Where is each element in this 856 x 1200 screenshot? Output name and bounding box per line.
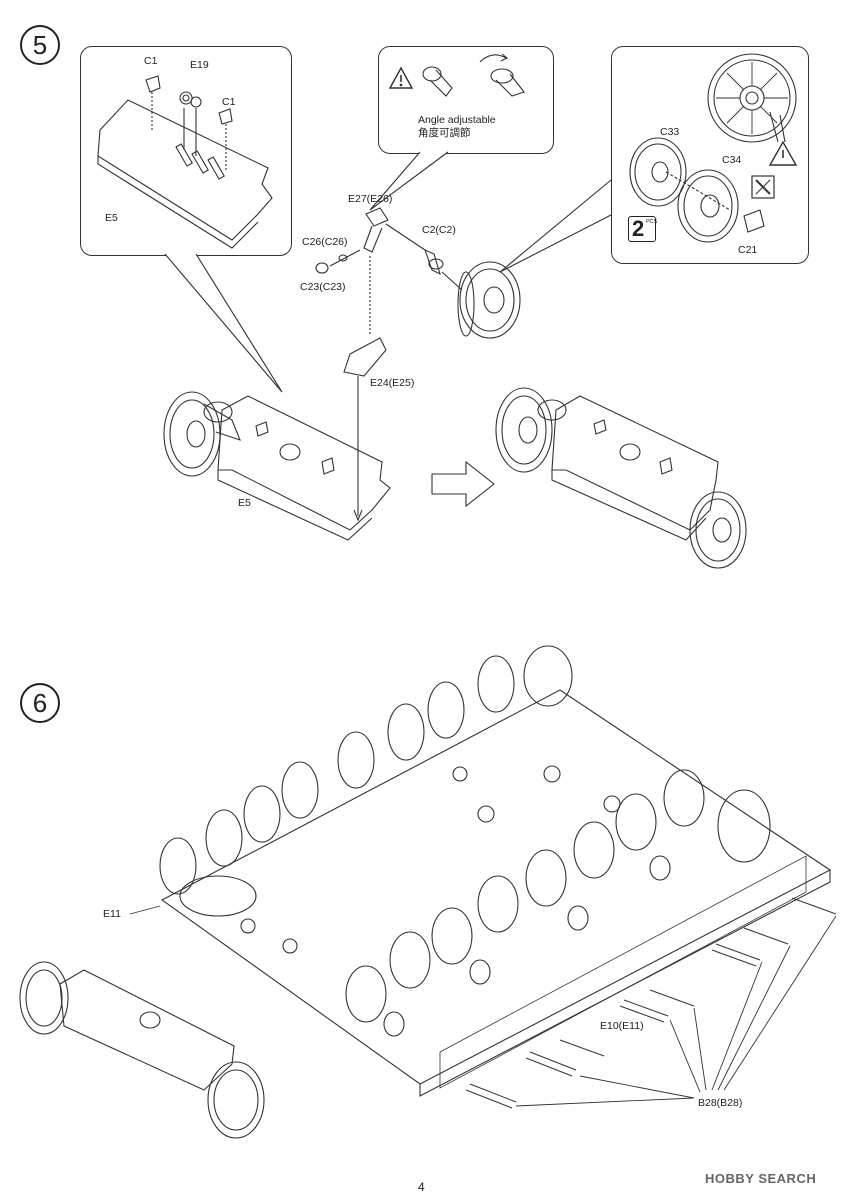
inset-wheel-parts — [629, 53, 798, 243]
front-suspension-unit — [19, 961, 265, 1139]
label-c34: C34 — [722, 154, 742, 166]
label-e19: E19 — [190, 59, 209, 71]
label-e24: E24(E25) — [370, 377, 415, 389]
suspension-unit-left — [163, 391, 391, 541]
hull-underside — [160, 689, 832, 1097]
label-e11: E11 — [103, 908, 121, 920]
label-c26: C26(C26) — [302, 236, 348, 248]
suspension-unit-right — [495, 387, 747, 569]
label-e10: E10(E11) — [600, 1020, 644, 1032]
pcs-badge: 2 PCS — [628, 216, 658, 242]
guide-plane — [439, 855, 807, 1089]
callout-pointer-mid — [369, 151, 449, 211]
label-c2: C2(C2) — [422, 224, 456, 236]
leader-lines — [129, 905, 837, 1107]
label-e5: E5 — [238, 497, 251, 509]
pcs-count: 2 — [632, 216, 645, 241]
torsion-bars — [465, 897, 837, 1109]
angle-adjustable-title: Angle adjustable — [418, 114, 496, 126]
step-5-number: 5 — [20, 25, 60, 65]
label-c23: C23(C23) — [300, 281, 346, 293]
loose-parts-step5 — [315, 207, 521, 522]
label-c1-a: C1 — [144, 55, 158, 67]
road-wheels-near — [345, 769, 771, 1037]
inset-hull-plate — [97, 75, 273, 249]
callout-pointer-right — [499, 179, 612, 273]
road-wheels-far — [159, 645, 573, 895]
watermark: HOBBY SEARCH — [705, 1171, 817, 1186]
inset-box-angle-adjustable — [378, 46, 554, 154]
label-c21: C21 — [738, 244, 758, 256]
callout-pointer-left — [164, 253, 283, 393]
label-e27: E27(E26) — [348, 193, 393, 205]
inset-box-hull-plate — [80, 46, 292, 256]
page-number: 4 — [418, 1180, 425, 1194]
step-arrow — [431, 460, 495, 508]
step-6-number: 6 — [20, 683, 60, 723]
inset-angle-icons — [388, 53, 525, 97]
label-c1-b: C1 — [222, 96, 236, 108]
pcs-unit: PCS — [646, 219, 658, 225]
label-c33: C33 — [660, 126, 680, 138]
label-e5-inset: E5 — [105, 212, 118, 224]
label-b28: B28(B28) — [698, 1097, 743, 1109]
angle-adjustable-title-jp: 角度可調節 — [418, 127, 471, 139]
